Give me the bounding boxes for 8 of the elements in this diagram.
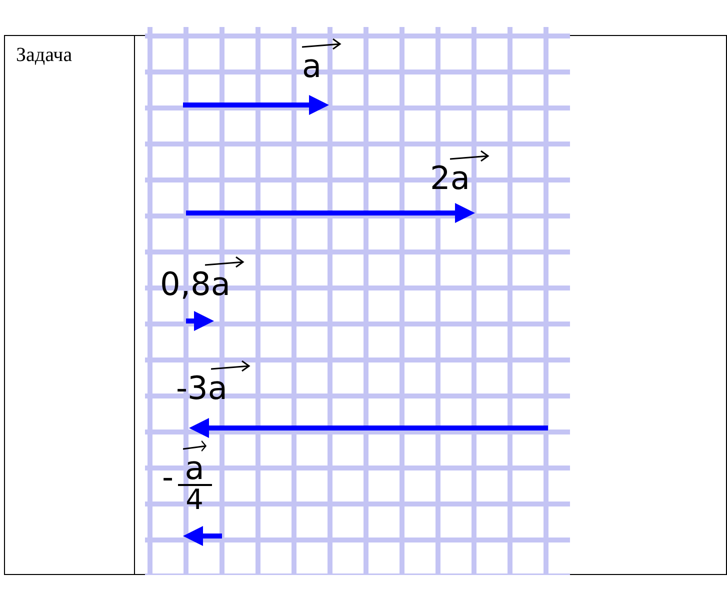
vector-label: 2a [430,162,470,194]
vector-label: 0,8a [160,268,230,300]
task-heading: Задача [16,43,72,68]
fraction-numerator: a [184,452,204,484]
vector-label: -3a [176,372,228,404]
minus-sign: - [162,461,174,493]
vector-label: a [302,50,322,82]
fraction-denominator: 4 [186,486,204,514]
